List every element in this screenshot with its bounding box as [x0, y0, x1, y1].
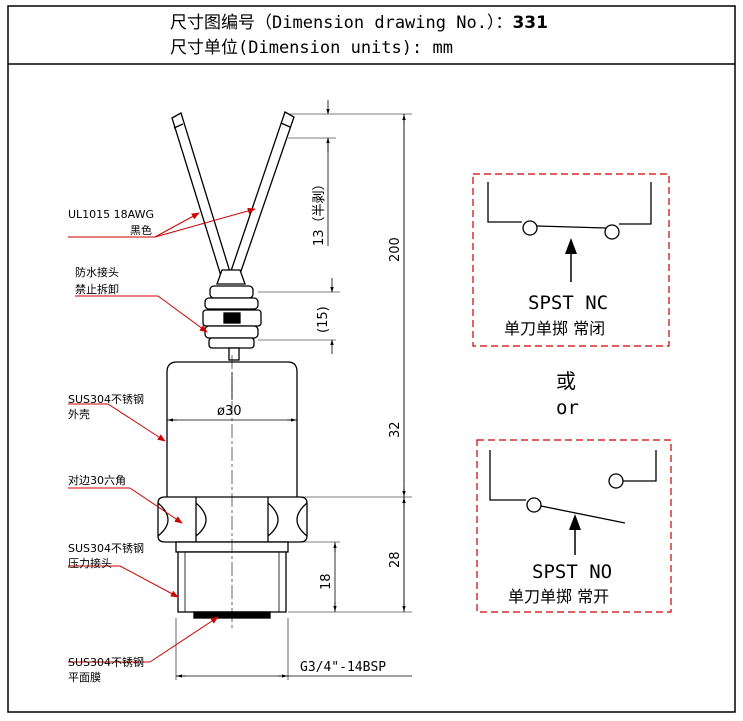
dim-strip-length: 13（半剥） — [312, 177, 327, 246]
dim-total-length: 200 — [388, 237, 403, 262]
or-chinese: 或 — [556, 369, 576, 393]
label-gland-2: 禁止拆卸 — [75, 282, 119, 296]
label-cable-color: 黑色 — [130, 223, 152, 237]
switch-no-desc: 单刀单掷 常开 — [508, 587, 609, 606]
or-english: or — [556, 397, 579, 419]
switch-nc-name: SPST NC — [528, 292, 608, 314]
header-line-1: 尺寸图编号（Dimension drawing No.）：331 — [170, 12, 548, 34]
leader-lines — [68, 207, 256, 663]
label-gland-1: 防水接头 — [75, 265, 119, 279]
header-units: 尺寸单位(Dimension units): mm — [170, 38, 453, 58]
dim-diameter: ø30 — [217, 404, 242, 419]
sheet-border — [7, 5, 736, 713]
label-housing-1: SUS304不锈钢 — [68, 393, 144, 406]
label-cable-spec: UL1015 18AWG — [68, 208, 154, 221]
switch-nc-desc: 单刀单掷 常闭 — [504, 319, 605, 338]
dim-thread-length: 18 — [319, 573, 334, 590]
extension-lines — [166, 113, 412, 680]
label-fitting-1: SUS304不锈钢 — [68, 542, 144, 555]
sensor-outline — [157, 111, 308, 628]
label-diaphragm-2: 平面膜 — [68, 671, 101, 684]
header-title: 尺寸图编号（Dimension drawing No.）： — [170, 13, 513, 33]
cable-wires — [171, 111, 295, 277]
label-hex: 对边30六角 — [68, 473, 126, 487]
label-diaphragm-1: SUS304不锈钢 — [68, 656, 144, 669]
dim-fitting-length: 28 — [388, 551, 403, 568]
hex-nut — [157, 496, 308, 543]
dim-body-length: 32 — [388, 421, 403, 438]
label-fitting-2: 压力接头 — [68, 557, 112, 570]
switch-nc-diagram: SPST NC 单刀单掷 常闭 — [472, 173, 670, 347]
label-housing-2: 外壳 — [68, 407, 90, 421]
cable-gland — [202, 269, 262, 361]
switch-no-diagram: SPST NO 单刀单掷 常开 — [476, 439, 672, 613]
switch-no-name: SPST NO — [532, 561, 612, 583]
dim-thread-spec: G3/4"-14BSP — [300, 660, 386, 675]
drawing-number: 331 — [512, 13, 548, 33]
dim-gland-length: (15) — [316, 306, 331, 333]
dimension-lines — [167, 100, 412, 678]
